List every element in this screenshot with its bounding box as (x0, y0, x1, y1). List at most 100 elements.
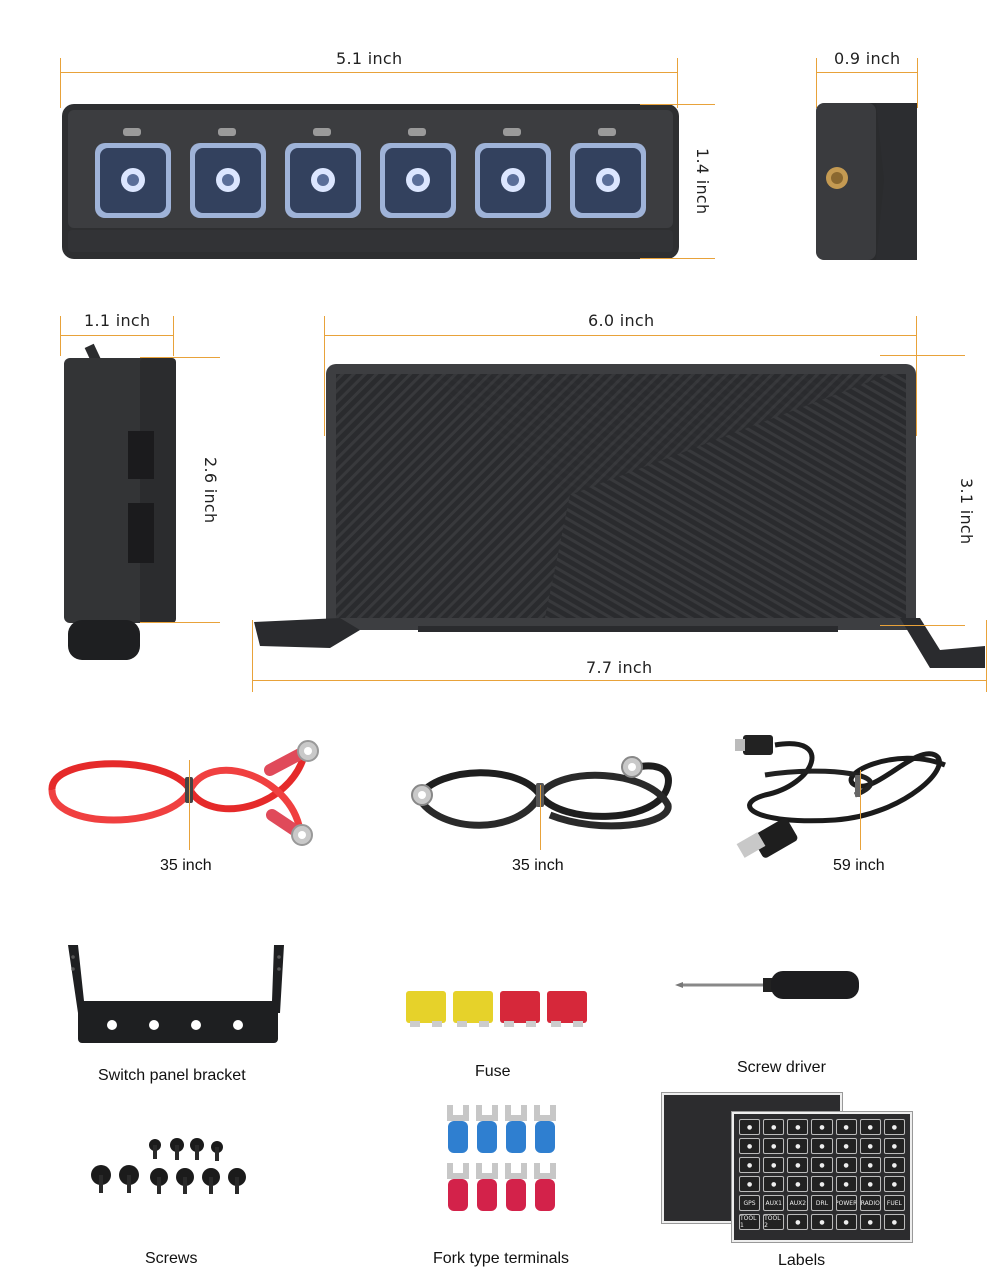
fuse (547, 991, 587, 1027)
switch-button[interactable] (95, 128, 171, 218)
label-sticker: ● (835, 1176, 857, 1192)
label-sticker: ● (835, 1119, 857, 1135)
label-sticker: ● (835, 1138, 857, 1154)
fuse (453, 991, 493, 1027)
relay-width-label: 6.0 inch (588, 311, 655, 330)
usb-cable (735, 735, 946, 858)
screw (170, 1138, 184, 1160)
screw (228, 1168, 246, 1194)
label-sticker: TOOL 2 (763, 1214, 785, 1230)
screw (150, 1168, 168, 1194)
fuse-icon (406, 991, 587, 1027)
relay-total-width-label: 7.7 inch (586, 658, 653, 677)
switch-button[interactable] (190, 128, 266, 218)
label-sticker: TOOL 1 (739, 1214, 761, 1230)
label-sticker: ● (787, 1119, 809, 1135)
red-power-cable (48, 740, 319, 846)
label-sticker: AUX1 (763, 1195, 785, 1211)
label-sticker: ● (763, 1157, 785, 1173)
panel-width-label: 5.1 inch (336, 49, 403, 68)
relay-box-top (254, 364, 985, 668)
fuse (406, 991, 446, 1027)
screw (176, 1168, 194, 1194)
label-sticker: ● (739, 1138, 761, 1154)
label-sticker: ● (883, 1176, 905, 1192)
label-sticker: ● (787, 1176, 809, 1192)
relay-height-label: 2.6 inch (201, 457, 220, 524)
label-sticker: ● (763, 1119, 785, 1135)
label-sticker: ● (787, 1157, 809, 1173)
fork-terminal-icon (447, 1105, 556, 1211)
bracket-label: Switch panel bracket (98, 1067, 246, 1084)
label-sticker: ● (883, 1214, 905, 1230)
screw (119, 1165, 139, 1193)
panel-height-label: 1.4 inch (693, 148, 712, 215)
label-sticker: ● (763, 1138, 785, 1154)
label-sticker: ● (739, 1176, 761, 1192)
label-sticker: ● (883, 1157, 905, 1173)
red-cable-length: 35 inch (160, 857, 212, 874)
switch-button[interactable] (570, 128, 646, 218)
label-sticker: ● (883, 1138, 905, 1154)
fork-terminal (534, 1163, 556, 1211)
panel-depth-label: 0.9 inch (834, 49, 901, 68)
screwdriver-label: Screw driver (737, 1059, 826, 1076)
fork-terminal (505, 1105, 527, 1153)
label-sticker: ● (811, 1157, 833, 1173)
screw (211, 1141, 223, 1161)
bracket-icon (68, 945, 284, 1043)
label-sticker: ● (811, 1138, 833, 1154)
switch-panel-side (816, 103, 917, 260)
label-sticker: FUEL (883, 1195, 905, 1211)
screwdriver-icon (675, 971, 859, 999)
label-sticker: ● (739, 1157, 761, 1173)
label-sticker: GPS (739, 1195, 761, 1211)
label-sticker: POWER (835, 1195, 857, 1211)
switch-button[interactable] (285, 128, 361, 218)
black-cable-length: 35 inch (512, 857, 564, 874)
label-sticker: ● (739, 1119, 761, 1135)
label-sticker: ● (811, 1119, 833, 1135)
screws-label: Screws (145, 1250, 198, 1267)
switch-button[interactable] (380, 128, 456, 218)
fork-terminal (505, 1163, 527, 1211)
switch-panel-front (62, 104, 679, 259)
fork-terminal (447, 1163, 469, 1211)
label-sticker: AUX2 (787, 1195, 809, 1211)
fork-terminal (447, 1105, 469, 1153)
screw (202, 1168, 220, 1194)
relay-box-side (64, 343, 176, 660)
fuse (500, 991, 540, 1027)
label-sticker: ● (883, 1119, 905, 1135)
relay-box-height-label: 3.1 inch (957, 478, 976, 545)
label-sticker: ● (811, 1214, 833, 1230)
label-sticker: ● (835, 1157, 857, 1173)
fork-terminal (534, 1105, 556, 1153)
label-sticker: ● (787, 1214, 809, 1230)
label-sticker: ● (859, 1138, 881, 1154)
screw (149, 1139, 161, 1159)
terminals-label: Fork type terminals (433, 1250, 570, 1267)
fork-terminal (476, 1163, 498, 1211)
black-ground-cable (411, 756, 672, 830)
label-sticker: RADIO (859, 1195, 881, 1211)
relay-depth-label: 1.1 inch (84, 311, 151, 330)
screw (190, 1138, 204, 1160)
screw (91, 1165, 111, 1193)
switch-button[interactable] (475, 128, 551, 218)
label-sticker: ● (787, 1138, 809, 1154)
label-sticker: ● (859, 1214, 881, 1230)
label-sticker: ● (763, 1176, 785, 1192)
label-sticker: ● (859, 1176, 881, 1192)
label-sticker: ● (859, 1119, 881, 1135)
fuse-label: Fuse (475, 1063, 511, 1080)
fork-terminal (476, 1105, 498, 1153)
screws-icon (91, 1138, 246, 1194)
usb-cable-length: 59 inch (833, 857, 885, 874)
label-sticker: ● (859, 1157, 881, 1173)
label-sticker: ● (835, 1214, 857, 1230)
labels-label: Labels (778, 1252, 826, 1269)
panel-width-line (60, 72, 677, 73)
label-sticker: ● (811, 1176, 833, 1192)
